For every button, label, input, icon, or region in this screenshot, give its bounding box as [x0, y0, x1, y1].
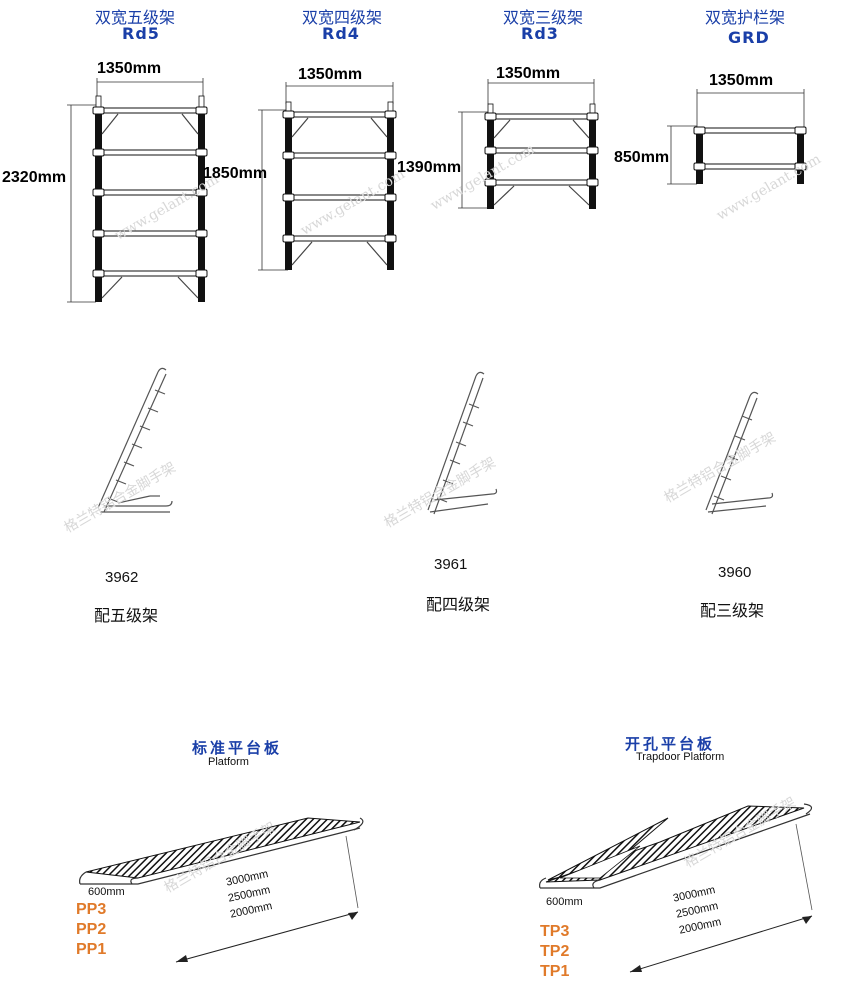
ladder-3960-drawing — [705, 391, 774, 515]
frame-rd4-width: 1350mm — [298, 66, 363, 83]
standard-platform-code-pp2: PP2 — [76, 921, 107, 938]
standard-platform-drawing — [79, 817, 364, 963]
frame-grd-height: 850mm — [614, 149, 670, 166]
standard-platform-code-pp3: PP3 — [76, 901, 107, 918]
standard-platform-subtitle: Platform — [208, 756, 249, 768]
frame-rd5-width: 1350mm — [97, 60, 162, 77]
frame-rd4-height: 1850mm — [203, 165, 268, 182]
trapdoor-platform-title: 开孔平台板 — [625, 735, 716, 753]
frame-rd4-title: 双宽四级架 — [302, 8, 383, 27]
frame-rd3-height: 1390mm — [397, 159, 462, 176]
frame-rd5-drawing — [67, 78, 208, 303]
standard-platform-width: 600mm — [88, 886, 125, 898]
frame-rd5-code: Rd5 — [122, 24, 160, 43]
trapdoor-platform-code-tp3: TP3 — [540, 923, 570, 940]
ladder-3962-label: 配五级架 — [94, 606, 159, 625]
standard-platform-code-pp1: PP1 — [76, 941, 107, 958]
frame-rd3-drawing — [458, 79, 599, 209]
standard-platform-title: 标准平台板 — [192, 739, 283, 757]
ladder-3961-drawing — [427, 371, 498, 515]
frame-grd-title: 双宽护栏架 — [705, 8, 786, 27]
frame-rd3-width: 1350mm — [496, 65, 561, 82]
ladder-3961-number: 3961 — [434, 556, 468, 573]
frame-rd5-height: 2320mm — [2, 169, 67, 186]
trapdoor-platform-width: 600mm — [546, 896, 583, 908]
ladder-3962-number: 3962 — [105, 569, 139, 586]
frame-rd4-drawing — [258, 82, 397, 271]
trapdoor-platform-drawing — [539, 803, 813, 973]
trapdoor-platform-code-tp2: TP2 — [540, 943, 570, 960]
ladder-3960-number: 3960 — [718, 564, 752, 581]
frame-grd-width: 1350mm — [709, 72, 774, 89]
frame-rd3-title: 双宽三级架 — [503, 8, 584, 27]
frame-rd3-code: Rd3 — [521, 24, 559, 43]
trapdoor-platform-subtitle: Trapdoor Platform — [636, 751, 725, 763]
frame-grd-code: GRD — [728, 28, 770, 47]
ladder-3960-label: 配三级架 — [700, 601, 765, 620]
frame-rd5-title: 双宽五级架 — [95, 8, 176, 27]
frame-grd-drawing — [667, 89, 807, 185]
ladder-3962-drawing — [97, 367, 173, 513]
frame-rd4-code: Rd4 — [322, 24, 360, 43]
ladder-3961-label: 配四级架 — [426, 595, 491, 614]
trapdoor-platform-code-tp1: TP1 — [540, 963, 570, 980]
